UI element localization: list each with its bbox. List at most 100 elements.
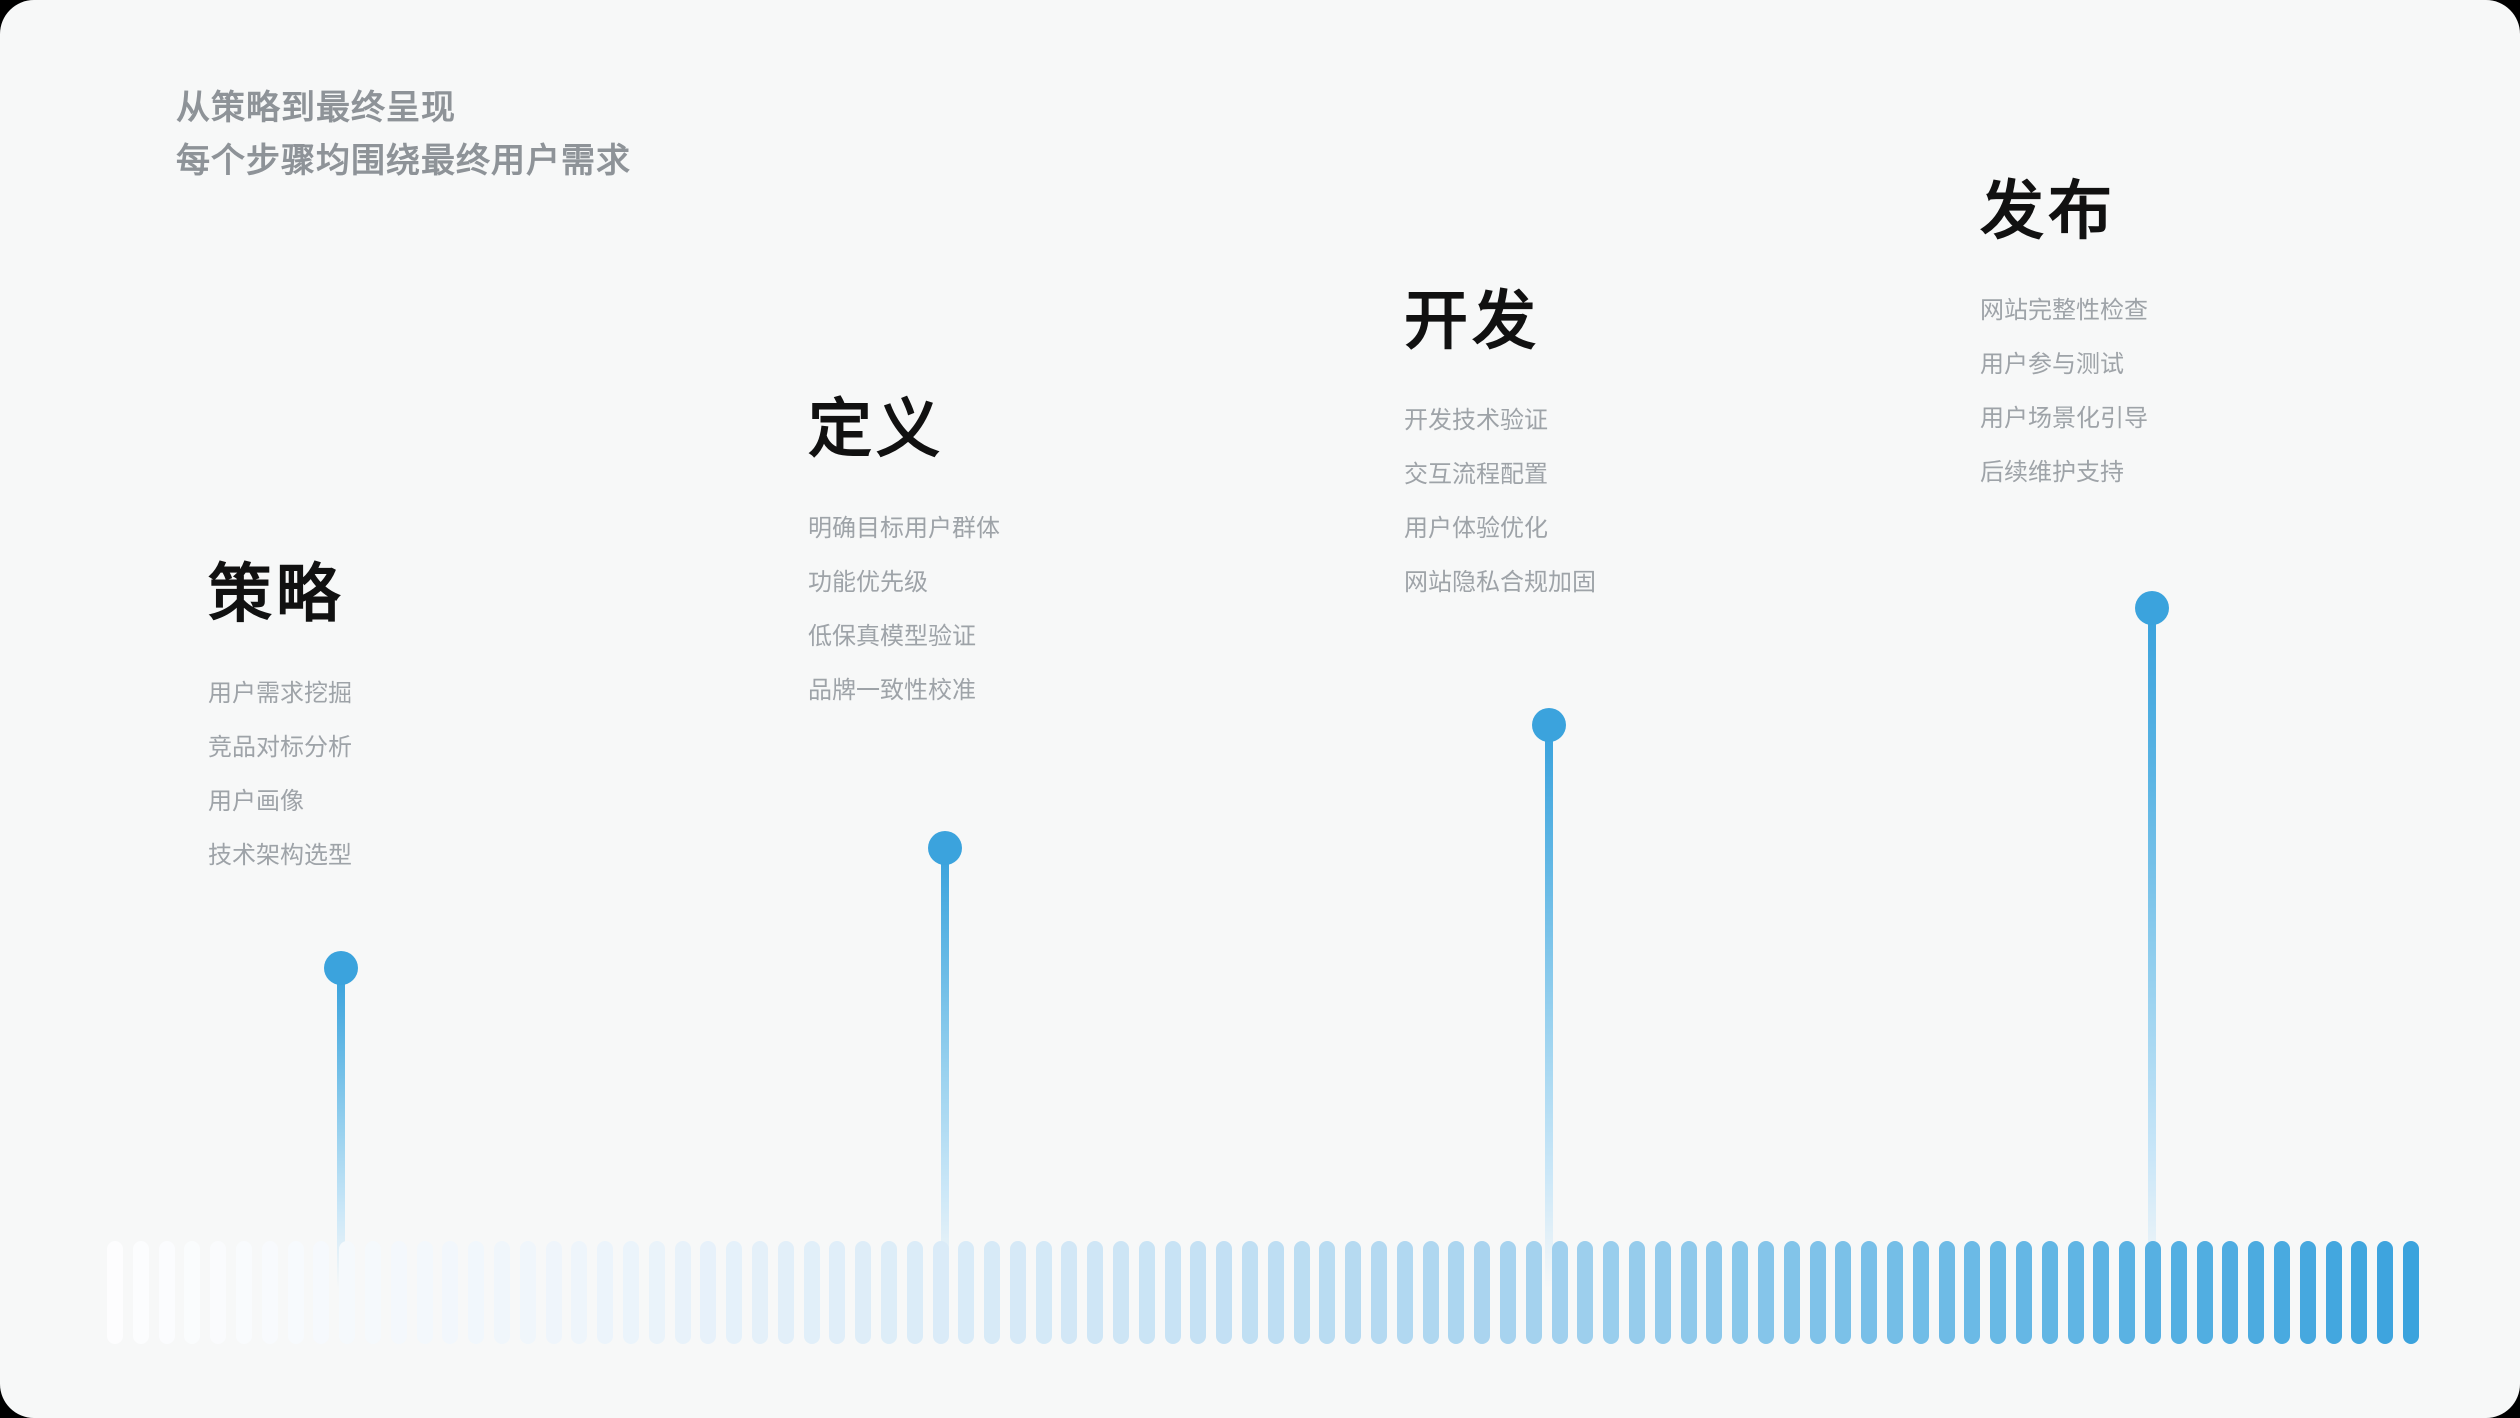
stage-title-launch: 发布 xyxy=(1980,175,2116,247)
bar-chart-bar xyxy=(2299,1241,2316,1344)
bar-chart-bar xyxy=(107,1241,123,1344)
bar-chart-bar xyxy=(1242,1241,1259,1344)
stage-item: 交互流程配置 xyxy=(1404,461,1548,488)
stage-item: 低保真模型验证 xyxy=(808,623,976,650)
bar-chart-bar xyxy=(1035,1241,1052,1344)
bar-chart-bar xyxy=(1009,1241,1026,1344)
stage-column-develop: 开发 开发技术验证 交互流程配置 用户体验优化 网站隐私合规加固 xyxy=(1404,282,1596,610)
bar-chart-bar xyxy=(1551,1241,1568,1344)
bar-chart-bar xyxy=(1861,1241,1878,1344)
bar-chart-bar xyxy=(2067,1241,2084,1344)
stage-item: 用户需求挖掘 xyxy=(208,680,352,707)
bar-chart-bar xyxy=(442,1241,459,1344)
stage-items-launch: 网站完整性检查 用户参与测试 用户场景化引导 后续维护支持 xyxy=(1980,284,2148,500)
pin-dot-icon xyxy=(1532,708,1566,742)
pin-stem-line xyxy=(1545,736,1553,1291)
bar-chart-bar xyxy=(1061,1241,1078,1344)
bar-chart-bar xyxy=(622,1241,639,1344)
bar-chart-bar xyxy=(1654,1241,1671,1344)
stage-item: 用户体验优化 xyxy=(1404,515,1548,542)
header-line-2: 每个步骤均围绕最终用户需求 xyxy=(176,142,631,180)
bar-chart-bar xyxy=(1448,1241,1465,1344)
bar-chart-bar xyxy=(958,1241,975,1344)
bar-chart-bar xyxy=(210,1241,227,1344)
stage-items-develop: 开发技术验证 交互流程配置 用户体验优化 网站隐私合规加固 xyxy=(1404,394,1596,610)
bar-chart-bar xyxy=(339,1241,356,1344)
bar-chart-bar xyxy=(1680,1241,1697,1344)
bar-chart-bar xyxy=(1474,1241,1491,1344)
bar-chart-bar xyxy=(1525,1241,1542,1344)
stage-column-strategy: 策略 用户需求挖掘 竞品对标分析 用户画像 技术架构选型 xyxy=(208,555,352,883)
bar-chart-bar xyxy=(493,1241,510,1344)
header-block: 从策略到最终呈现 每个步骤均围绕最终用户需求 xyxy=(176,82,1076,188)
stage-items-define: 明确目标用户群体 功能优先级 低保真模型验证 品牌一致性校准 xyxy=(808,502,1000,718)
stage-item: 功能优先级 xyxy=(808,569,928,596)
bar-chart-bar xyxy=(1190,1241,1207,1344)
stage-item: 用户画像 xyxy=(208,788,304,815)
bar-chart-bar xyxy=(906,1241,923,1344)
bar-chart-bar xyxy=(648,1241,665,1344)
pin-stem-line xyxy=(337,979,345,1289)
bar-chart-bar xyxy=(2093,1241,2110,1344)
bar-chart-bar xyxy=(777,1241,794,1344)
stage-item: 用户参与测试 xyxy=(1980,351,2124,378)
bar-chart-bar xyxy=(545,1241,562,1344)
bar-chart-bar xyxy=(1293,1241,1310,1344)
bar-chart-bar xyxy=(1267,1241,1284,1344)
bottom-bar-chart xyxy=(107,1241,2419,1344)
pin-dot-icon xyxy=(2135,591,2169,625)
bar-chart-bar xyxy=(1603,1241,1620,1344)
bar-chart-bar xyxy=(803,1241,820,1344)
bar-chart-bar xyxy=(1087,1241,1104,1344)
bar-chart-bar xyxy=(1964,1241,1981,1344)
bar-chart-bar xyxy=(751,1241,768,1344)
stage-item: 明确目标用户群体 xyxy=(808,515,1000,542)
bar-chart-bar xyxy=(1783,1241,1800,1344)
bar-chart-bar xyxy=(726,1241,743,1344)
bar-chart-bar xyxy=(700,1241,717,1344)
bar-chart-bar xyxy=(1396,1241,1413,1344)
bar-chart-bar xyxy=(674,1241,691,1344)
bar-chart-bar xyxy=(1422,1241,1439,1344)
bar-chart-bar xyxy=(1319,1241,1336,1344)
bar-chart-bar xyxy=(597,1241,614,1344)
stage-title-develop: 开发 xyxy=(1404,285,1540,357)
bar-chart-bar xyxy=(1732,1241,1749,1344)
bar-chart-bar xyxy=(1500,1241,1517,1344)
stage-title-strategy: 策略 xyxy=(208,558,344,630)
bar-chart-bar xyxy=(390,1241,407,1344)
pin-stem-line xyxy=(941,859,949,1289)
bar-chart-bar xyxy=(1990,1241,2007,1344)
bar-chart-bar xyxy=(1138,1241,1155,1344)
bar-chart-bar xyxy=(1835,1241,1852,1344)
bar-chart-bar xyxy=(2377,1241,2394,1344)
bar-chart-bar xyxy=(1345,1241,1362,1344)
bar-chart-bar xyxy=(984,1241,1001,1344)
bar-chart-bar xyxy=(880,1241,897,1344)
bar-chart-bar xyxy=(1216,1241,1233,1344)
bar-chart-bar xyxy=(416,1241,433,1344)
bar-chart-bar xyxy=(287,1241,304,1344)
bar-chart-bar xyxy=(519,1241,536,1344)
bar-chart-bar xyxy=(2144,1241,2161,1344)
stage-item: 技术架构选型 xyxy=(208,842,352,869)
stage-item: 网站完整性检查 xyxy=(1980,297,2148,324)
bar-chart-bar xyxy=(2015,1241,2032,1344)
pin-dot-icon xyxy=(324,951,358,985)
bar-chart-bar xyxy=(468,1241,485,1344)
bar-chart-bar xyxy=(2170,1241,2187,1344)
pin-stem-line xyxy=(2148,619,2156,1291)
bar-chart-bar xyxy=(2119,1241,2136,1344)
bar-chart-bar xyxy=(2222,1241,2239,1344)
bar-chart-bar xyxy=(855,1241,872,1344)
bar-chart-bar xyxy=(2273,1241,2290,1344)
stage-column-define: 定义 明确目标用户群体 功能优先级 低保真模型验证 品牌一致性校准 xyxy=(808,390,1000,718)
bar-chart-bar xyxy=(1113,1241,1130,1344)
bar-chart-bar xyxy=(2196,1241,2213,1344)
bar-chart-bar xyxy=(571,1241,588,1344)
bar-chart-bar xyxy=(1577,1241,1594,1344)
bar-chart-bar xyxy=(2325,1241,2342,1344)
bar-chart-bar xyxy=(829,1241,846,1344)
bar-chart-bar xyxy=(1912,1241,1929,1344)
stage-item: 开发技术验证 xyxy=(1404,407,1548,434)
